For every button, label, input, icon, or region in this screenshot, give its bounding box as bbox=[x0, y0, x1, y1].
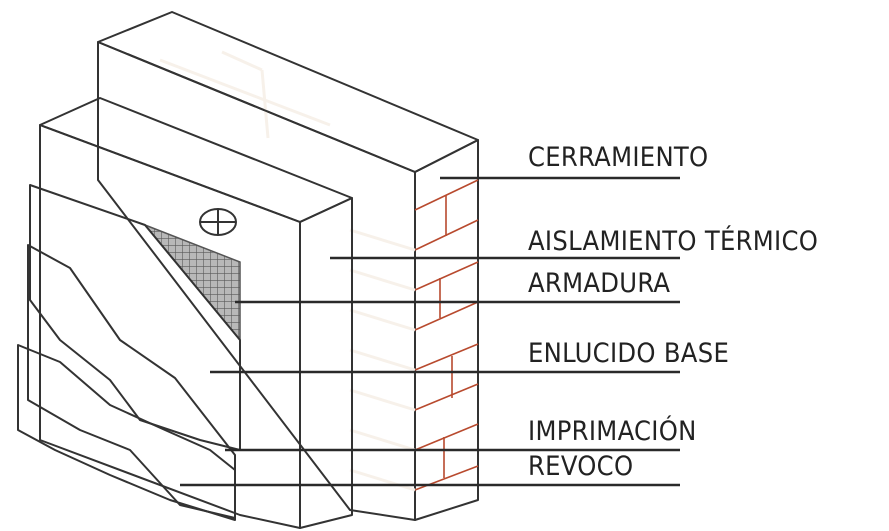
insulation-layer bbox=[39, 97, 353, 529]
brick-wall-top bbox=[97, 11, 479, 173]
label-enlucido: ENLUCIDO BASE bbox=[528, 338, 729, 369]
brick-courses bbox=[414, 179, 479, 491]
label-revoco: REVOCO bbox=[528, 451, 633, 482]
base-coat-layer bbox=[29, 184, 241, 451]
labels: CERRAMIENTO AISLAMIENTO TÉRMICO ARMADURA… bbox=[528, 142, 818, 482]
label-aislamiento: AISLAMIENTO TÉRMICO bbox=[528, 225, 818, 257]
brick-wall-front bbox=[97, 41, 416, 521]
brick-front-courses bbox=[349, 228, 416, 492]
brick-wall-side bbox=[414, 139, 479, 521]
leader-lines bbox=[180, 176, 680, 487]
insulation-side bbox=[299, 197, 353, 529]
brick-wall-layer bbox=[97, 11, 479, 521]
label-imprimacion: IMPRIMACIÓN bbox=[528, 415, 697, 447]
label-armadura: ARMADURA bbox=[528, 268, 670, 299]
label-cerramiento: CERRAMIENTO bbox=[528, 142, 708, 173]
insulation-front bbox=[39, 124, 301, 529]
render-layer bbox=[17, 344, 236, 521]
